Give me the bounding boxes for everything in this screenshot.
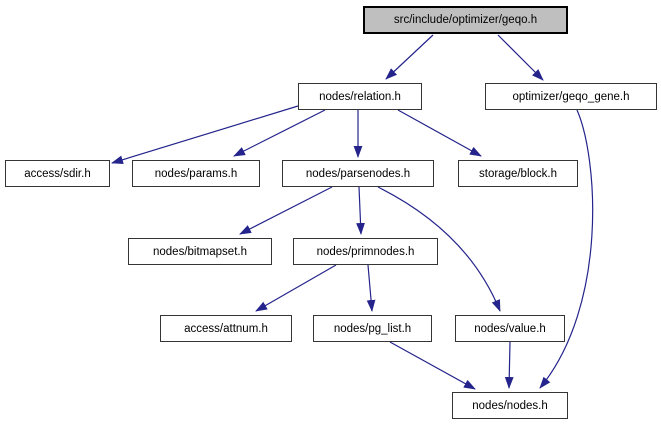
graph-node-label: nodes/relation.h — [319, 90, 401, 103]
graph-node-label: nodes/params.h — [154, 167, 238, 180]
graph-node-label: optimizer/geqo_gene.h — [512, 90, 630, 103]
graph-node-root-geqo-h: src/include/optimizer/geqo.h — [363, 6, 568, 34]
edge-parsenodes-to-value — [377, 186, 501, 312]
edge-geqo-to-relation — [385, 34, 434, 80]
graph-node-label: src/include/optimizer/geqo.h — [393, 14, 538, 26]
edge-relation-to-block — [397, 109, 482, 157]
graph-node-value-h[interactable]: nodes/value.h — [455, 315, 565, 342]
edge-geqo-gene-to-nodes — [539, 109, 594, 389]
edge-geqo-to-geqo-gene — [497, 34, 544, 81]
graph-node-label: access/sdir.h — [24, 167, 91, 180]
edge-primnodes-to-attnum — [255, 264, 337, 312]
graph-node-geqo-gene-h[interactable]: optimizer/geqo_gene.h — [485, 83, 657, 110]
edge-relation-to-params — [233, 109, 326, 157]
edge-parsenodes-to-primnodes — [356, 186, 365, 235]
graph-node-pg-list-h[interactable]: nodes/pg_list.h — [313, 315, 432, 342]
graph-node-label: nodes/bitmapset.h — [153, 245, 247, 258]
graph-node-label: nodes/primnodes.h — [316, 245, 415, 258]
graph-node-label: nodes/nodes.h — [472, 399, 548, 412]
edge-primnodes-to-pg-list — [366, 264, 376, 312]
graph-node-label: nodes/parsenodes.h — [305, 167, 411, 180]
graph-node-params-h[interactable]: nodes/params.h — [132, 160, 260, 187]
edge-parsenodes-to-bitmapset — [239, 186, 333, 235]
graph-node-primnodes-h[interactable]: nodes/primnodes.h — [293, 238, 438, 265]
graph-node-parsenodes-h[interactable]: nodes/parsenodes.h — [282, 160, 434, 187]
graph-node-bitmapset-h[interactable]: nodes/bitmapset.h — [128, 238, 272, 265]
edge-pg-list-to-nodes — [389, 341, 476, 390]
edge-relation-to-sdir — [111, 105, 299, 164]
graph-node-label: nodes/pg_list.h — [333, 322, 412, 335]
graph-node-sdir-h[interactable]: access/sdir.h — [5, 160, 110, 187]
graph-node-label: nodes/value.h — [474, 322, 546, 335]
graph-node-attnum-h[interactable]: access/attnum.h — [160, 315, 292, 342]
graph-node-label: access/attnum.h — [184, 322, 268, 335]
graph-node-relation-h[interactable]: nodes/relation.h — [298, 83, 422, 110]
edge-value-to-nodes — [504, 341, 514, 389]
graph-node-block-h[interactable]: storage/block.h — [458, 160, 578, 187]
graph-node-nodes-h[interactable]: nodes/nodes.h — [452, 392, 568, 419]
graph-node-label: storage/block.h — [479, 167, 557, 180]
